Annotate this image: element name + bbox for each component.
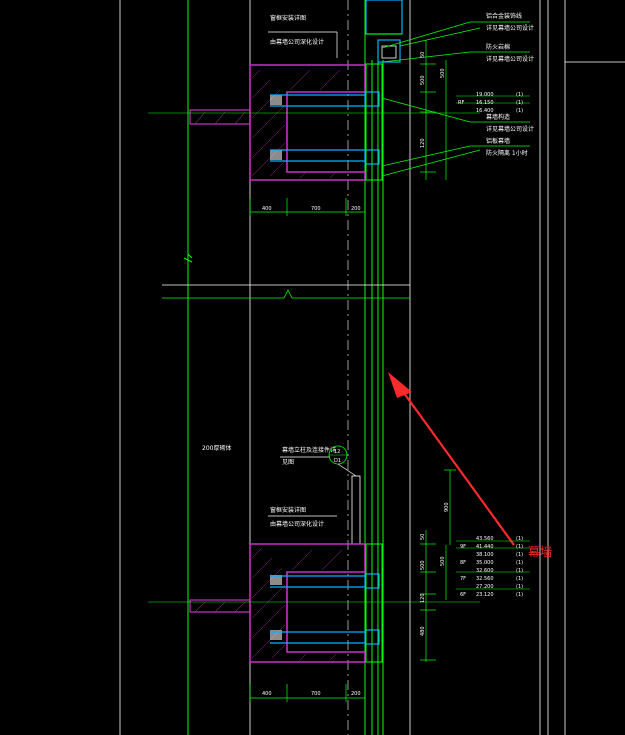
level-top-note-2: (1) — [516, 108, 523, 114]
note-right-8: 防火隔离 1小时 — [486, 149, 528, 157]
bottom-note-1: 窗框安装详图 — [270, 506, 306, 514]
level-top-note-0: (1) — [516, 92, 523, 98]
bottom-dims: 400 700 200 — [249, 684, 366, 702]
level-top-elev-0: 19.000 — [476, 92, 494, 98]
level-top-floor-1: RF — [458, 100, 464, 106]
dim-200-bottom: 200 — [351, 691, 361, 697]
middle-labels: 200厚砌体 幕墙立柱及连接件详 见图 12 D1 — [202, 444, 361, 545]
level-bottom-elev-1: 41.440 — [476, 544, 494, 550]
bottom-slab-section — [148, 543, 480, 663]
bottom-vertical-dims: 900 50 500 120 480 500 — [420, 469, 456, 662]
level-bottom-note-2: (1) — [516, 552, 523, 558]
level-bottom-elev-2: 38.100 — [476, 552, 494, 558]
dim-500-bottom-b: 500 — [440, 556, 446, 566]
level-bottom-note-1: (1) — [516, 544, 523, 550]
note-right-3: 防火岩棉 — [486, 43, 510, 51]
note-right-6: 详见幕墙公司设计 — [486, 125, 534, 133]
level-bottom-elev-4: 32.600 — [476, 568, 494, 574]
middle-detail-1: 幕墙立柱及连接件详 — [282, 446, 336, 454]
top-note: 窗框安装详图 由幕墙公司深化设计 — [268, 14, 338, 58]
level-top-note-1: (1) — [516, 100, 523, 106]
dim-50-bottom: 50 — [420, 534, 426, 540]
top-slab-section — [148, 63, 480, 181]
dim-120-bottom: 120 — [420, 593, 426, 603]
level-bottom-elev-5: 32.560 — [476, 576, 494, 582]
level-bottom-note-0: (1) — [516, 536, 523, 542]
dim-480-bottom: 480 — [420, 626, 426, 636]
top-mullion — [365, 0, 403, 63]
dim-500-top: 500 — [420, 75, 426, 85]
level-bottom-elev-0: 43.560 — [476, 536, 494, 542]
callout-den: D1 — [334, 458, 341, 464]
level-bottom-note-7: (1) — [516, 592, 523, 598]
top-note-2: 由幕墙公司深化设计 — [270, 38, 324, 46]
top-level-table: RF 19.000 (1) 16.150 (1) 16.400 (1) — [456, 92, 530, 114]
dim-700-top: 700 — [311, 206, 321, 212]
level-bottom-elev-3: 35.000 — [476, 560, 494, 566]
note-right-4: 详见幕墙公司设计 — [486, 55, 534, 63]
note-right-7: 铝板幕墙 — [486, 137, 510, 145]
note-right-5: 幕墙构造 — [486, 113, 510, 121]
bottom-level-table: 43.560 (1) 9F 41.440 (1) 38.100 (1) 8F 3… — [456, 536, 530, 598]
level-bottom-floor-1: 9F — [460, 544, 466, 550]
level-bottom-note-3: (1) — [516, 560, 523, 566]
level-bottom-floor-5: 7F — [460, 576, 466, 582]
dim-400-bottom: 400 — [262, 691, 272, 697]
curtain-wall-arrow: 幕墙 — [388, 372, 552, 559]
bottom-note-2: 由幕墙公司深化设计 — [270, 520, 324, 528]
dim-900: 900 — [444, 502, 450, 512]
level-bottom-floor-3: 8F — [460, 560, 466, 566]
top-dims: 400 700 200 — [249, 198, 366, 216]
dim-500-top-b: 500 — [440, 68, 446, 78]
dim-700-bottom: 700 — [311, 691, 321, 697]
level-top-elev-1: 16.150 — [476, 100, 494, 106]
middle-left-label: 200厚砌体 — [202, 444, 231, 452]
level-bottom-note-4: (1) — [516, 568, 523, 574]
level-top-elev-2: 16.400 — [476, 108, 494, 114]
level-bottom-floor-7: 6F — [460, 592, 466, 598]
break-line — [162, 284, 410, 299]
dim-400-top: 400 — [262, 206, 272, 212]
middle-detail-2: 见图 — [282, 459, 294, 466]
level-bottom-elev-6: 27.200 — [476, 584, 494, 590]
level-bottom-note-5: (1) — [516, 576, 523, 582]
dim-120-top: 120 — [420, 138, 426, 148]
dim-500-bottom: 500 — [420, 560, 426, 570]
level-bottom-note-6: (1) — [516, 584, 523, 590]
curtain-wall-label: 幕墙 — [528, 545, 552, 559]
dim-50-top: 50 — [420, 52, 426, 58]
right-notes: 铝合金装饰线 详见幕墙公司设计 防火岩棉 详见幕墙公司设计 幕墙构造 详见幕墙公… — [381, 12, 534, 177]
callout-number: 12 — [334, 449, 340, 455]
top-vertical-dims: 50 500 120 500 — [420, 40, 447, 180]
dim-200-top: 200 — [351, 206, 361, 212]
note-right-1: 铝合金装饰线 — [486, 12, 522, 20]
top-note-1: 窗框安装详图 — [270, 14, 306, 22]
bottom-note: 窗框安装详图 由幕墙公司深化设计 — [268, 506, 337, 528]
note-right-2: 详见幕墙公司设计 — [486, 24, 534, 32]
level-bottom-elev-7: 23.120 — [476, 592, 494, 598]
